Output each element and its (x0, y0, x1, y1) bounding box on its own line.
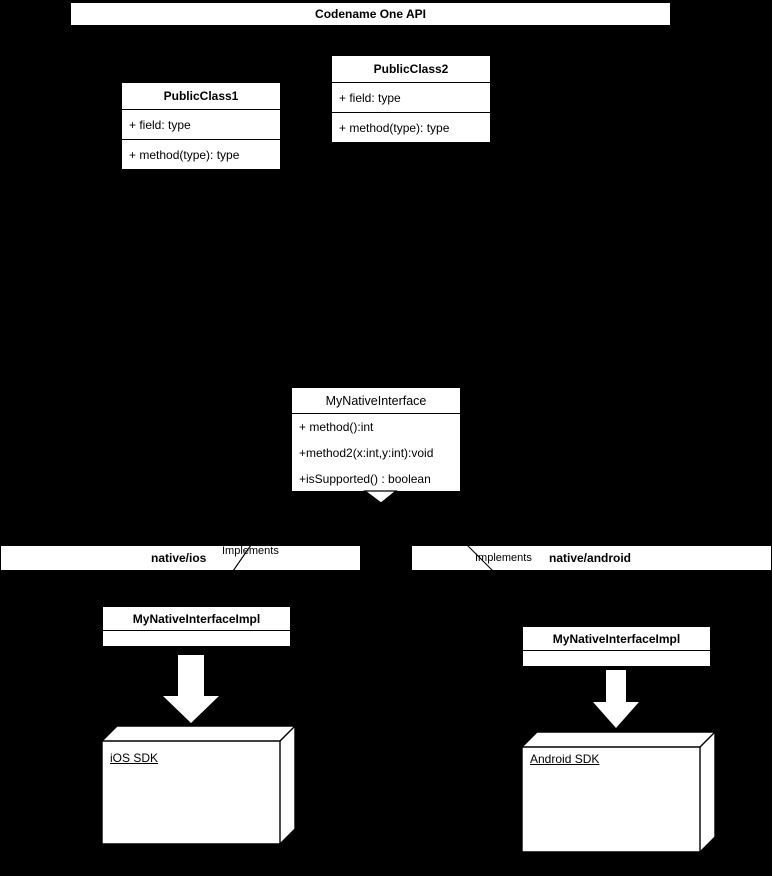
android-sdk-cube-shape (521, 731, 716, 853)
interface-method-3: +isSupported() : boolean (299, 472, 431, 486)
interface-box-mynativeinterface: MyNativeInterface + method():int +method… (291, 387, 461, 492)
codename-one-api-header: Codename One API (70, 2, 671, 26)
class-field-publicclass2: + field: type (332, 82, 490, 112)
interface-title: MyNativeInterface (325, 393, 427, 408)
class-field-publicclass1: + field: type (122, 109, 280, 139)
package-label-native-android: native/android (549, 551, 632, 565)
interface-method-2: +method2(x:int,y:int):void (299, 446, 434, 460)
class-box-publicclass1: PublicClass1 + field: type + method(type… (121, 82, 281, 170)
node-label-android-sdk: Android SDK (530, 752, 600, 766)
api-header-label: Codename One API (315, 7, 426, 21)
block-arrow-ios (163, 655, 219, 723)
implements-label-ios: Implements (222, 545, 279, 557)
impl-empty-compartment-ios (103, 630, 290, 646)
node-android-sdk: Android SDK (521, 731, 716, 855)
node-label-ios-sdk: iOS SDK (110, 751, 159, 765)
class-box-mynativeinterfaceimpl-android: MyNativeInterfaceImpl (522, 626, 711, 667)
package-bar-native-ios: native/ios (0, 545, 361, 571)
block-arrow-android (593, 670, 639, 728)
ios-sdk-cube-shape (101, 725, 296, 845)
class-method-publicclass1: + method(type): type (122, 139, 280, 170)
class-box-mynativeinterfaceimpl-ios: MyNativeInterfaceImpl (102, 606, 291, 647)
impl-title-android: MyNativeInterfaceImpl (552, 631, 681, 646)
impl-empty-compartment-android (523, 650, 710, 666)
impl-title-ios: MyNativeInterfaceImpl (132, 611, 261, 626)
node-ios-sdk: iOS SDK (101, 725, 296, 847)
class-box-publicclass2: PublicClass2 + field: type + method(type… (331, 55, 491, 143)
package-label-native-ios: native/ios (151, 551, 207, 565)
interface-method-1: + method():int (292, 413, 460, 440)
class-method-publicclass2: + method(type): type (332, 112, 490, 143)
package-bar-native-android: native/android (411, 545, 772, 571)
implements-label-android: Implements (475, 552, 532, 564)
class-title-publicclass2: PublicClass2 (373, 62, 449, 76)
class-title-publicclass1: PublicClass1 (163, 89, 239, 103)
generalization-arrowhead (363, 490, 398, 504)
